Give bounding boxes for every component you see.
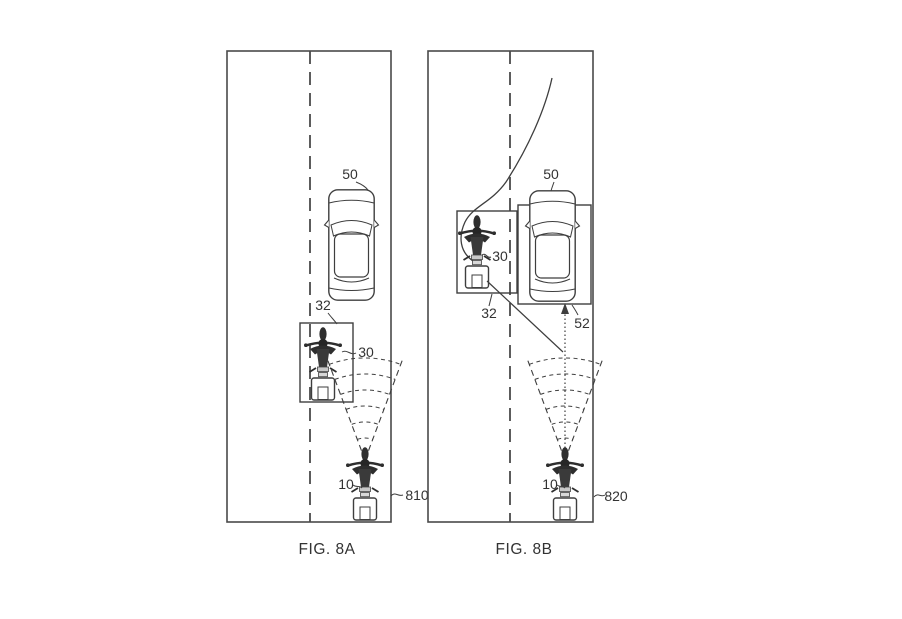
fig-8a: 50 32 30 10 810 FIG. 8A <box>226 50 429 558</box>
leader-30-8a <box>341 350 357 355</box>
caption-fig-8b: FIG. 8B <box>496 541 553 558</box>
ref-label-car-8b: 50 <box>543 166 559 182</box>
leader-810-8a <box>390 493 404 497</box>
ref-label-scene-8b: 820 <box>604 488 628 504</box>
ref-label-box-8b: 32 <box>481 305 497 321</box>
car-icon-8b <box>524 190 581 302</box>
target-bounding-box-8b <box>456 210 518 294</box>
lane-change-trajectory-8b <box>460 77 553 262</box>
leader-32-8a <box>327 312 338 325</box>
target-bounding-box-8a <box>299 322 354 403</box>
ref-label-scene-8a: 810 <box>405 487 429 503</box>
leader-10-8b <box>556 484 566 489</box>
ref-label-target-moto-8a: 30 <box>358 344 374 360</box>
ref-label-box-8a: 32 <box>315 297 331 313</box>
ref-label-ego-moto-8b: 10 <box>542 476 558 492</box>
car-icon-8a <box>323 189 380 301</box>
ref-label-car-box-8b: 52 <box>574 315 590 331</box>
leader-50-8a <box>355 181 369 191</box>
leader-32-8b <box>488 293 493 307</box>
ref-label-target-moto-8b: 30 <box>492 248 508 264</box>
leader-50-8b <box>550 181 555 192</box>
ref-label-ego-moto-8a: 10 <box>338 476 354 492</box>
caption-fig-8a: FIG. 8A <box>299 541 356 558</box>
tracking-arrowhead-icon-8b <box>561 303 569 314</box>
fig-8b: 50 30 32 52 10 820 FIG. 8B <box>427 50 628 558</box>
leader-52-8b <box>571 304 579 316</box>
leader-10-8a <box>352 484 363 489</box>
leader-820-8b <box>593 494 606 498</box>
ref-label-car-8a: 50 <box>342 166 358 182</box>
leader-30-8b <box>481 253 492 258</box>
target-departure-line-8b <box>486 280 564 353</box>
